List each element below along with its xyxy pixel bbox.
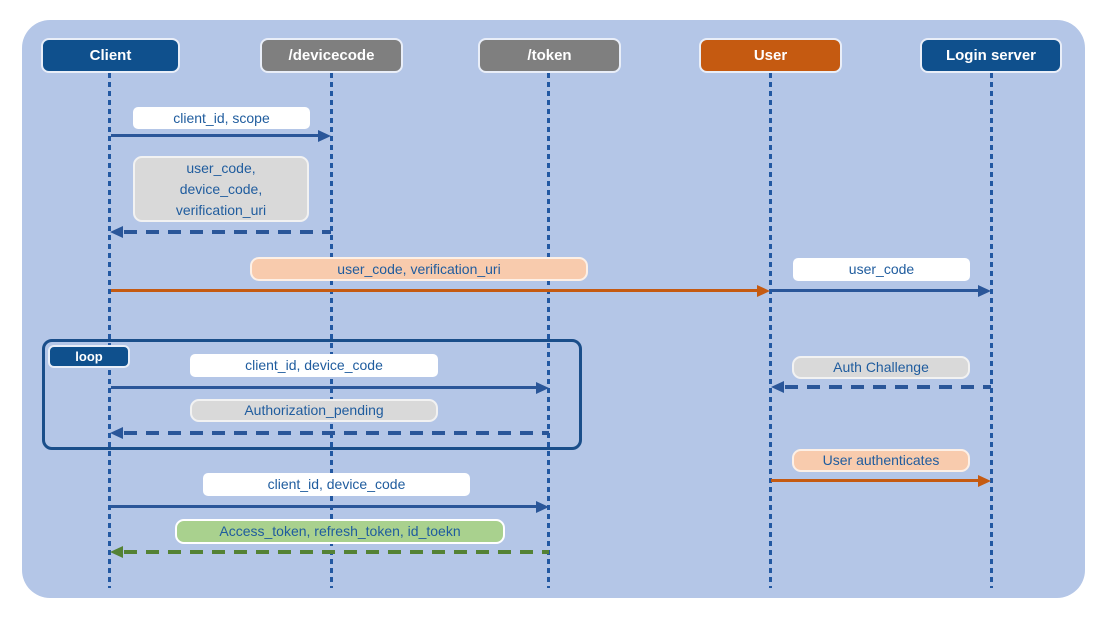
actor-token: /token — [478, 38, 621, 73]
arrow-client-to-token-loop — [111, 386, 536, 389]
arrow-user-to-login-server — [772, 289, 978, 292]
message-label-auth-challenge: Auth Challenge — [792, 356, 970, 379]
actor-login-server: Login server — [920, 38, 1062, 73]
lifeline-token — [547, 73, 550, 588]
arrowhead-left-icon — [110, 427, 123, 439]
lifeline-login-server — [990, 73, 993, 588]
message-label-client-id-device-code: client_id, device_code — [203, 473, 470, 496]
arrow-token-to-client-dashed-loop — [124, 431, 549, 435]
arrowhead-left-icon — [771, 381, 784, 393]
message-label-client-id-device-code-loop: client_id, device_code — [190, 354, 438, 377]
arrow-user-to-login-server-auth — [771, 479, 978, 482]
message-label-client-id-scope: client_id, scope — [133, 107, 310, 129]
arrowhead-right-icon — [757, 285, 770, 297]
loop-fragment-label: loop — [48, 345, 130, 368]
arrow-client-to-devicecode — [111, 134, 319, 137]
arrow-client-to-user — [111, 289, 757, 292]
arrow-token-to-client-green-dashed — [124, 550, 549, 554]
arrowhead-left-icon — [110, 546, 123, 558]
arrowhead-right-icon — [978, 285, 991, 297]
lifeline-user — [769, 73, 772, 588]
arrow-login-server-to-user-dashed — [785, 385, 991, 389]
message-label-user-authenticates: User authenticates — [792, 449, 970, 472]
arrowhead-right-icon — [536, 382, 549, 394]
message-label-authorization-pending: Authorization_pending — [190, 399, 438, 422]
actor-devicecode: /devicecode — [260, 38, 403, 73]
lifeline-devicecode — [330, 73, 333, 588]
message-label-access-token-response: Access_token, refresh_token, id_toekn — [175, 519, 505, 544]
arrowhead-left-icon — [110, 226, 123, 238]
actor-user: User — [699, 38, 842, 73]
message-label-user-code: user_code — [793, 258, 970, 281]
arrow-devicecode-to-client-dashed — [124, 230, 331, 234]
arrowhead-right-icon — [978, 475, 991, 487]
actor-client: Client — [41, 38, 180, 73]
arrowhead-right-icon — [318, 130, 331, 142]
message-label-device-code-response: user_code, device_code, verification_uri — [133, 156, 309, 222]
arrow-client-to-token — [111, 505, 536, 508]
lifeline-client — [108, 73, 111, 588]
loop-fragment-border — [42, 339, 582, 450]
arrowhead-right-icon — [536, 501, 549, 513]
message-label-user-code-verification-uri: user_code, verification_uri — [250, 257, 588, 281]
